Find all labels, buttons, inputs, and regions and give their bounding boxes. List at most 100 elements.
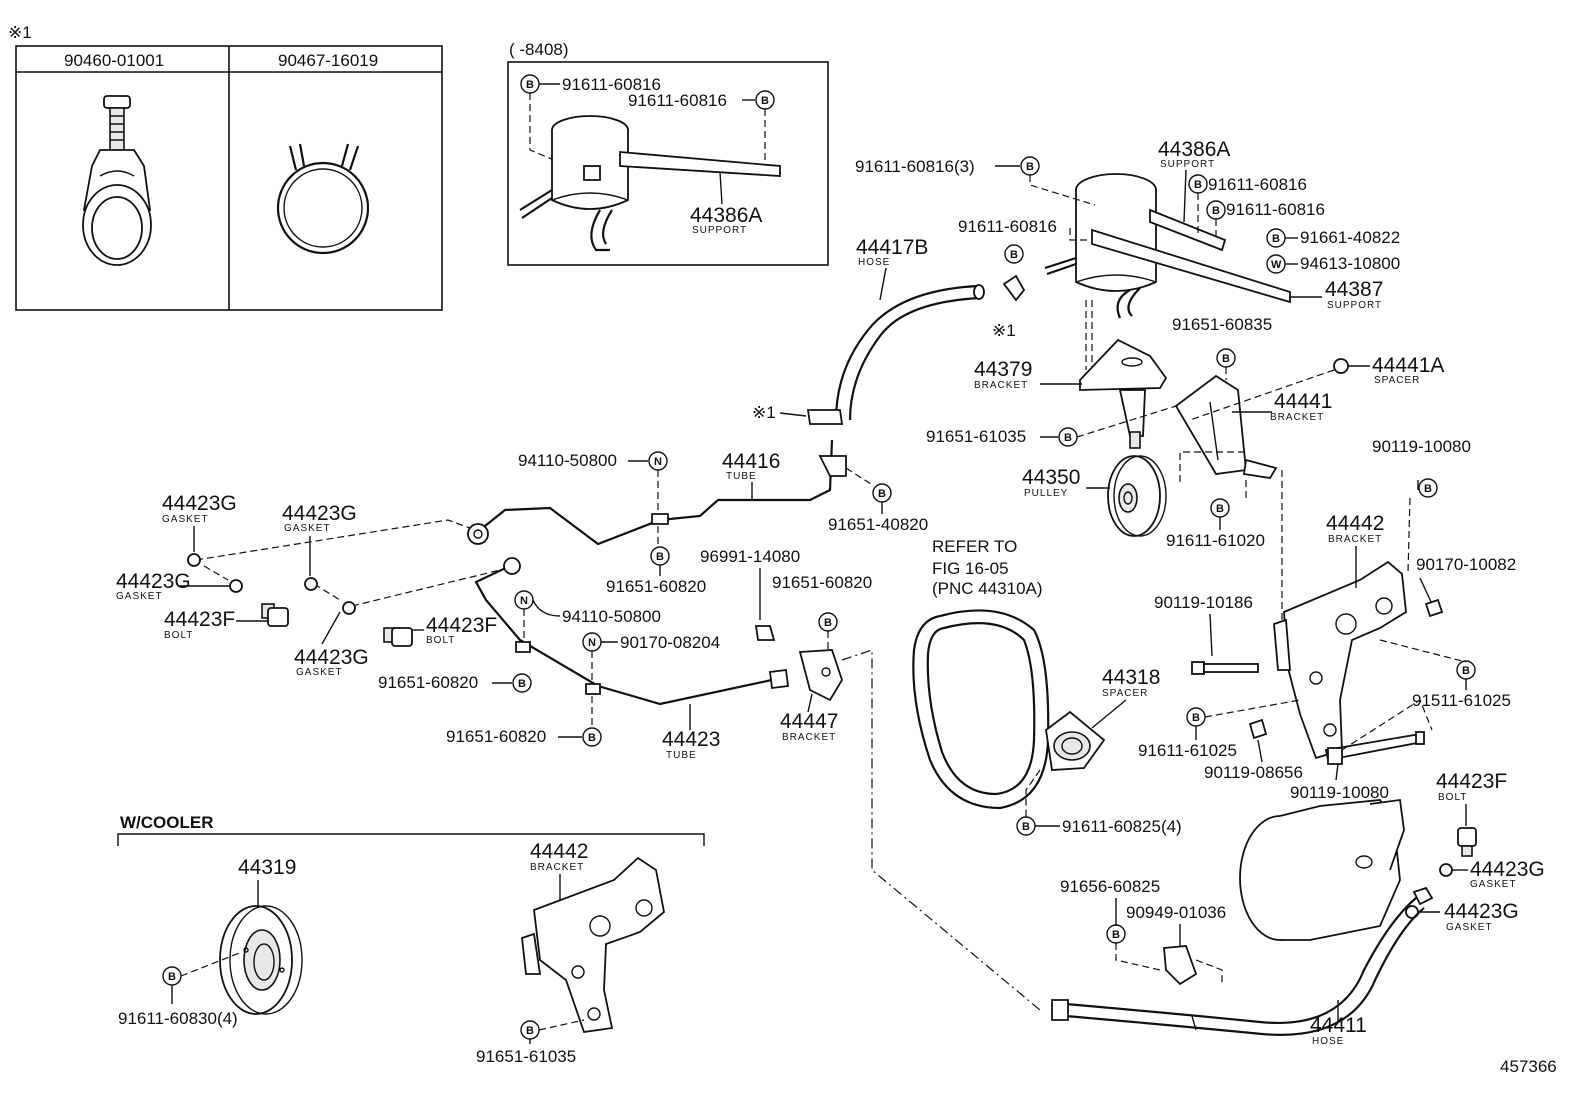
label-91611-60816-a[interactable]: 91611-60816 <box>1208 175 1307 194</box>
bolt-marker-9[interactable]: B <box>872 483 892 503</box>
bolt-marker-4[interactable]: B <box>1004 244 1024 264</box>
bolt-marker-11[interactable]: B <box>512 673 532 693</box>
label-90170-10082[interactable]: 90170-10082 <box>1416 555 1516 574</box>
bolt-marker-2[interactable]: B <box>1188 174 1208 194</box>
label-90119-10080-a[interactable]: 90119-10080 <box>1372 437 1471 456</box>
bolt-marker-12[interactable]: B <box>582 727 602 747</box>
bolt-marker-18[interactable]: B <box>1106 924 1126 944</box>
nut-marker-1[interactable]: N <box>648 451 668 471</box>
bolt-marker-1[interactable]: B <box>1020 156 1040 176</box>
label-44423G-5[interactable]: 44423G <box>1470 858 1545 881</box>
bolt-marker-inset-a[interactable]: B <box>520 74 540 94</box>
bolt-marker-5[interactable]: B <box>1266 228 1286 248</box>
label-44417B[interactable]: 44417B <box>856 236 928 259</box>
svg-text:N: N <box>588 637 596 649</box>
label-91511-61025[interactable]: 91511-61025 <box>1412 691 1511 710</box>
bolt-marker-8[interactable]: B <box>1210 498 1230 518</box>
label-91651-40820[interactable]: 91651-40820 <box>828 515 928 534</box>
label-91611-61025[interactable]: 91611-61025 <box>1138 741 1237 760</box>
bolt-marker-17[interactable]: B <box>1186 707 1206 727</box>
label-44442-b[interactable]: 44442 <box>530 840 588 863</box>
label-94110-50800-a[interactable]: 94110-50800 <box>518 451 617 470</box>
inset-range-label: ( -8408) <box>509 40 569 59</box>
svg-text:B: B <box>1194 179 1202 191</box>
svg-text:B: B <box>518 678 526 690</box>
early-reservoir-inset: ( -8408) B 91611-60816 91611-60816 B 443… <box>507 40 829 266</box>
bolt-marker-6[interactable]: B <box>1216 348 1236 368</box>
label-90119-10186[interactable]: 90119-10186 <box>1154 593 1253 612</box>
bolt-marker-20[interactable]: B <box>520 1020 540 1040</box>
label-44441[interactable]: 44441 <box>1274 390 1332 413</box>
label-91651-60820-b[interactable]: 91651-60820 <box>772 573 872 592</box>
bolt-marker-7[interactable]: B <box>1058 427 1078 447</box>
bolt-marker-15[interactable]: B <box>1418 478 1438 498</box>
label-44416[interactable]: 44416 <box>722 450 780 473</box>
label-91611-60825-4[interactable]: 91611-60825(4) <box>1062 817 1182 836</box>
label-44423G-2[interactable]: 44423G <box>282 502 357 525</box>
tube-44416: 94110-50800 N 44416 TUBE B 91651-40820 B… <box>467 439 928 596</box>
label-90949-01036[interactable]: 90949-01036 <box>1126 903 1226 922</box>
label-44350[interactable]: 44350 <box>1022 466 1080 489</box>
label-44386A[interactable]: 44386A <box>1158 138 1230 161</box>
label-44387[interactable]: 44387 <box>1325 278 1383 301</box>
label-44423G-1[interactable]: 44423G <box>162 492 237 515</box>
nut-marker-2[interactable]: N <box>514 590 534 610</box>
label-44423G-3[interactable]: 44423G <box>116 570 191 593</box>
bolt-marker-19[interactable]: B <box>162 966 182 986</box>
label-44447[interactable]: 44447 <box>780 710 838 733</box>
label-91651-61035-a[interactable]: 91651-61035 <box>926 427 1026 446</box>
label-91651-60820-d[interactable]: 91651-60820 <box>446 727 546 746</box>
label-91661-40822[interactable]: 91661-40822 <box>1300 228 1400 247</box>
bolt-marker-10[interactable]: B <box>650 546 670 566</box>
nut-marker-3[interactable]: N <box>582 632 602 652</box>
bracket-44441-drawing <box>1174 374 1278 479</box>
label-91611-60816-c[interactable]: 91611-60816 <box>958 217 1057 236</box>
pump-bracket-assembly: 44379 BRACKET 44441 BRACKET 44441A SPACE… <box>926 300 1444 640</box>
small-clamp-drawing <box>1002 274 1026 302</box>
bolt-marker-inset-b[interactable]: B <box>755 90 775 110</box>
label-90170-08204[interactable]: 90170-08204 <box>620 633 720 652</box>
label-44411[interactable]: 44411 <box>1310 1014 1367 1037</box>
label-44318[interactable]: 44318 <box>1102 666 1160 689</box>
label-91611-61020[interactable]: 91611-61020 <box>1166 531 1265 550</box>
label-90119-08656[interactable]: 90119-08656 <box>1204 763 1303 782</box>
label-91651-61035-b[interactable]: 91651-61035 <box>476 1047 576 1066</box>
label-91656-60825[interactable]: 91656-60825 <box>1060 877 1160 896</box>
right-fittings: 44423F BOLT 44423G GASKET 44423G GASKET <box>1405 770 1545 933</box>
bolt-44423F-3-drawing <box>1457 827 1477 857</box>
label-44423[interactable]: 44423 <box>662 728 720 751</box>
label-91611-60816-3[interactable]: 91611-60816(3) <box>855 157 975 176</box>
label-44423G-6[interactable]: 44423G <box>1444 900 1519 923</box>
inset-bolt-b-label[interactable]: 91611-60816 <box>628 91 727 110</box>
label-91651-60820-a[interactable]: 91651-60820 <box>606 577 706 596</box>
svg-text:B: B <box>1112 929 1120 941</box>
label-44379[interactable]: 44379 <box>974 358 1032 381</box>
label-44423G-4[interactable]: 44423G <box>294 646 369 669</box>
label-90119-10080-b[interactable]: 90119-10080 <box>1290 783 1389 802</box>
label-94110-50800-b[interactable]: 94110-50800 <box>562 607 661 626</box>
label-44319[interactable]: 44319 <box>238 856 296 879</box>
label-91651-60835[interactable]: 91651-60835 <box>1172 315 1272 334</box>
label-44423G-6-name: GASKET <box>1446 922 1493 933</box>
label-44423F-2[interactable]: 44423F <box>426 614 497 637</box>
bolt-marker-14[interactable]: B <box>1016 816 1036 836</box>
label-44441A[interactable]: 44441A <box>1372 354 1444 377</box>
label-96991-14080[interactable]: 96991-14080 <box>700 547 800 566</box>
inset-support-number[interactable]: 44386A <box>690 204 762 227</box>
label-91611-60816-b[interactable]: 91611-60816 <box>1226 200 1325 219</box>
label-44423F-3[interactable]: 44423F <box>1436 770 1507 793</box>
bolt-marker-3[interactable]: B <box>1206 200 1226 220</box>
clamp-part-number-2[interactable]: 90467-16019 <box>278 51 378 70</box>
clamp-part-number-1[interactable]: 90460-01001 <box>64 51 164 70</box>
label-91651-60820-c[interactable]: 91651-60820 <box>378 673 478 692</box>
label-44423F-1[interactable]: 44423F <box>164 608 235 631</box>
label-ref1-a: ※1 <box>752 403 776 422</box>
label-91611-60830-4[interactable]: 91611-60830(4) <box>118 1009 238 1028</box>
inset-bolt-a-label[interactable]: 91611-60816 <box>562 75 661 94</box>
label-44442-a[interactable]: 44442 <box>1326 512 1384 535</box>
washer-marker[interactable]: W <box>1266 254 1286 274</box>
bolt-marker-13[interactable]: B <box>818 612 838 632</box>
bolt-marker-16[interactable]: B <box>1456 660 1476 680</box>
label-94613-10800[interactable]: 94613-10800 <box>1300 254 1400 273</box>
